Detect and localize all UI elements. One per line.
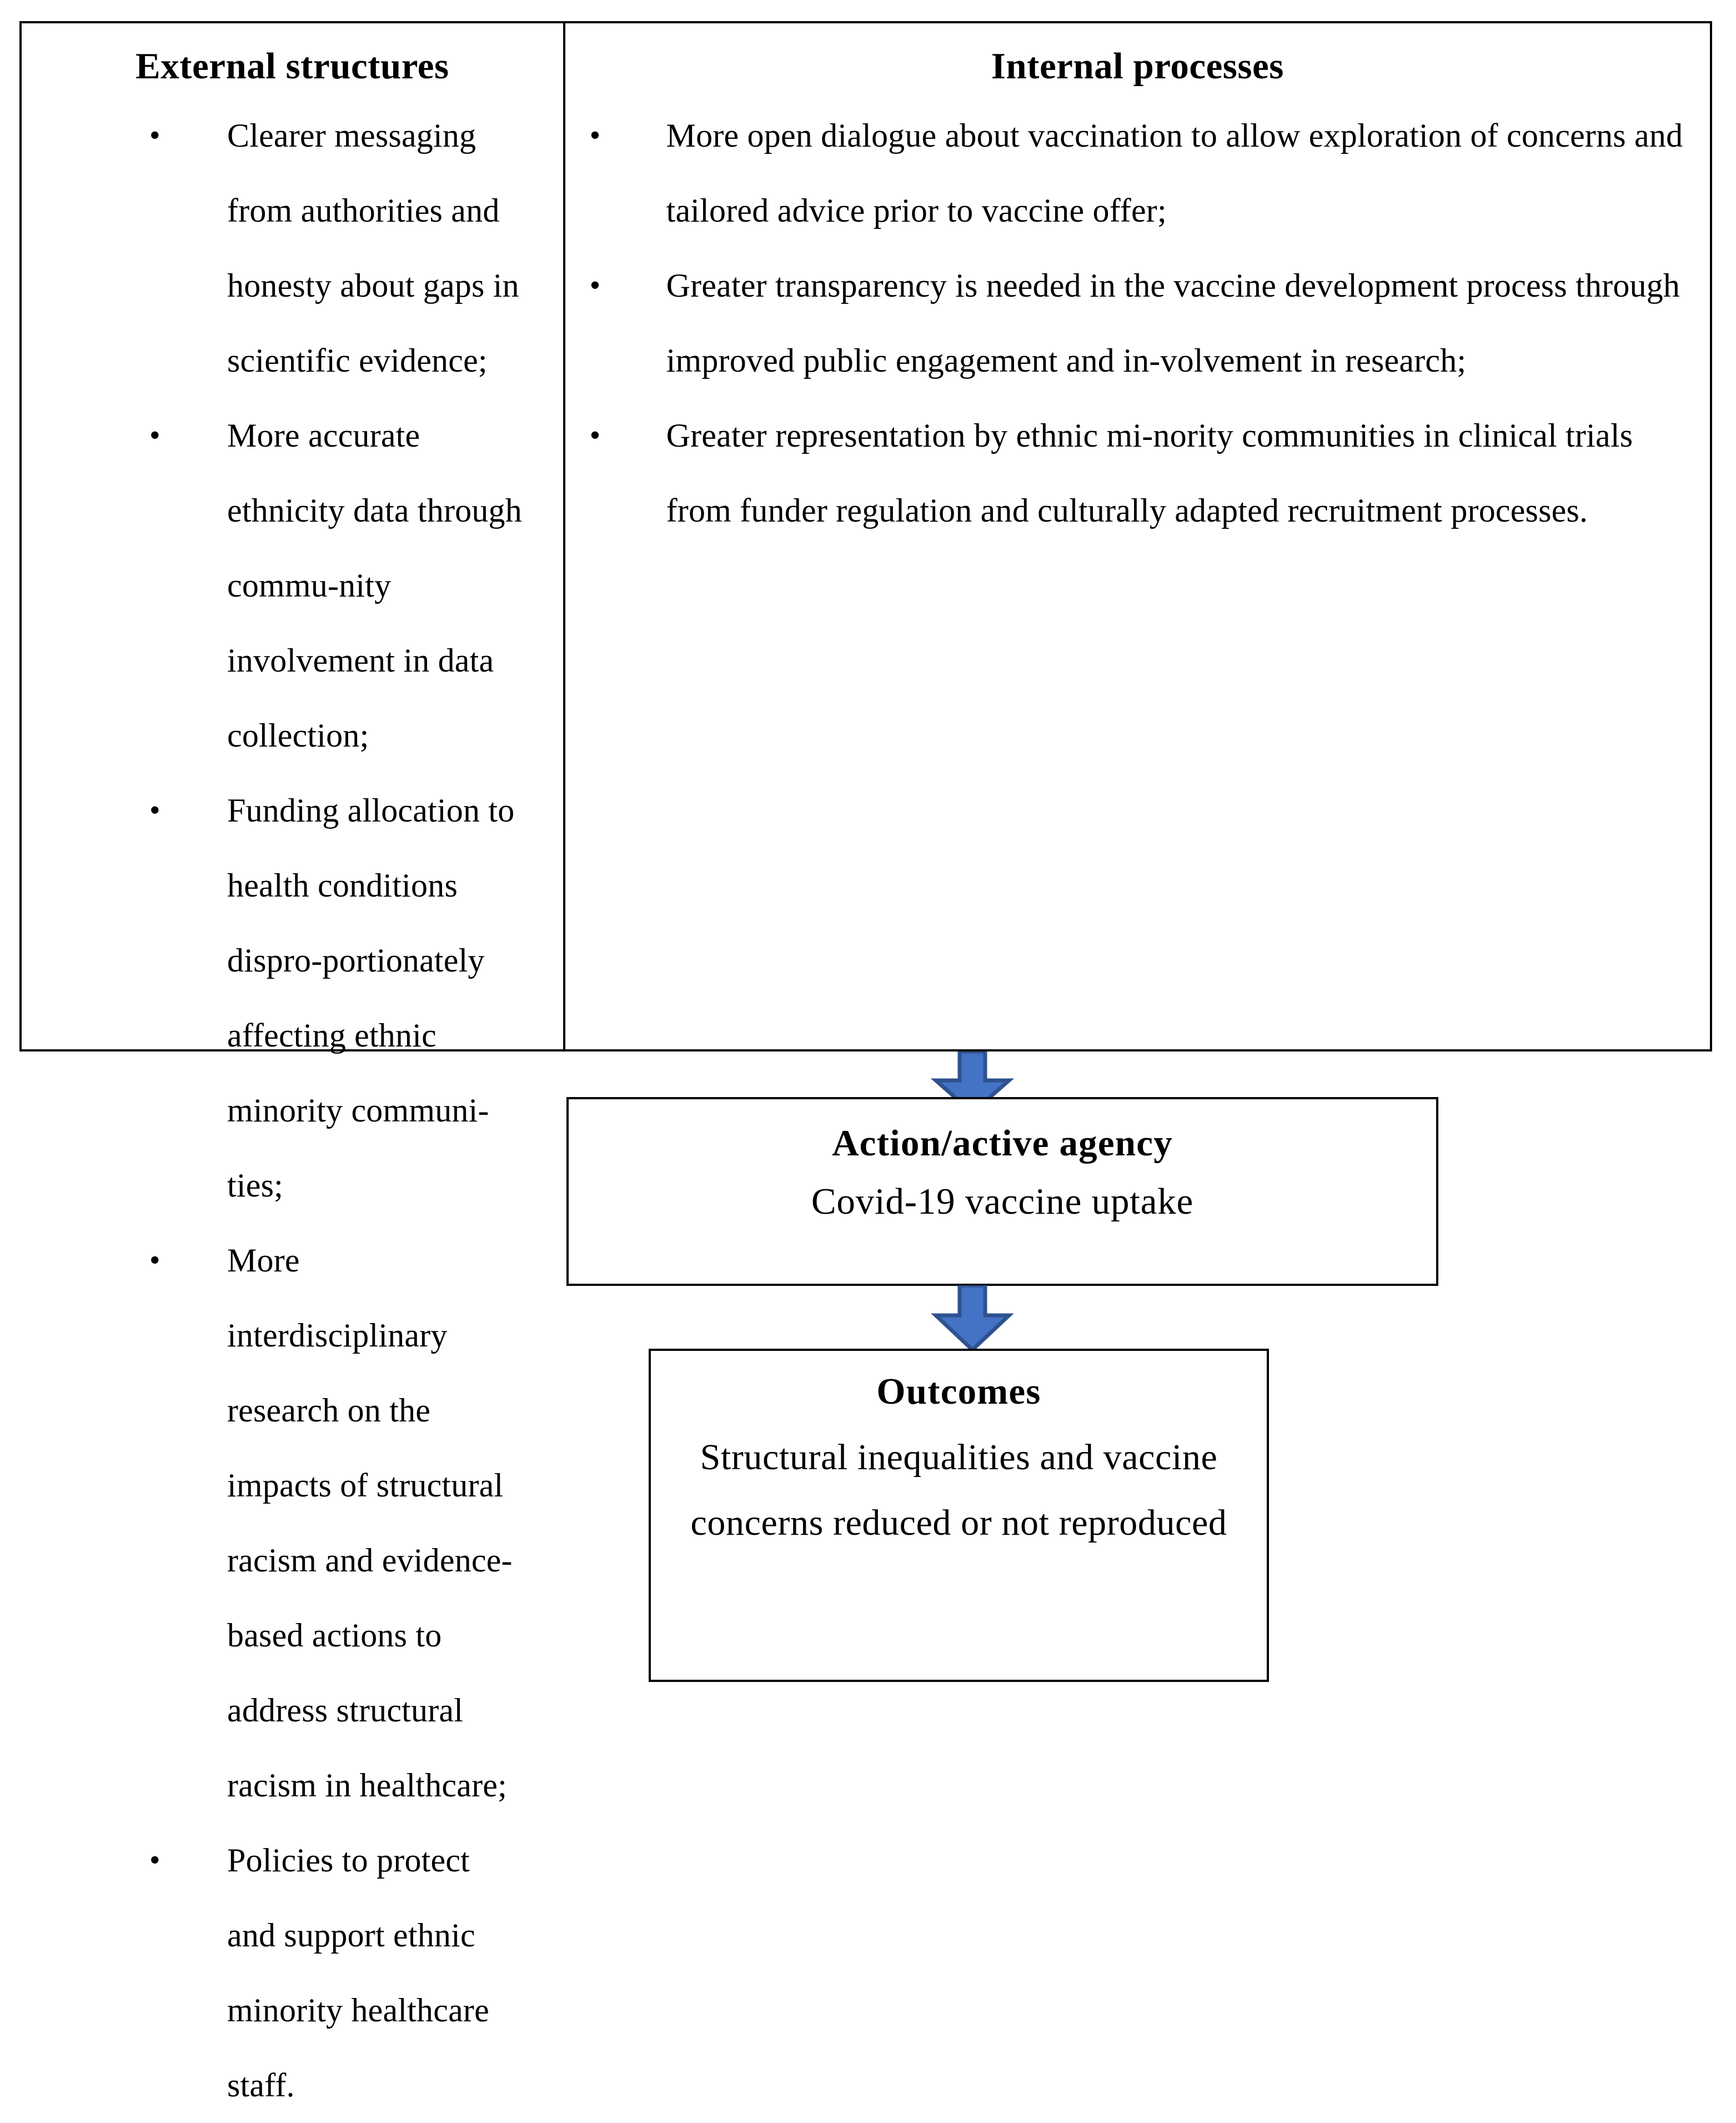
external-structures-heading: External structures [135, 46, 449, 87]
down-arrow-icon [931, 1285, 1014, 1351]
down-arrow-icon [931, 1052, 1014, 1114]
list-item-text: Policies to protect and support ethnic m… [227, 1842, 489, 2104]
bullet-dot-icon: • [149, 793, 160, 828]
list-item: • Policies to protect and support ethnic… [22, 1823, 563, 2123]
bullet-dot-icon: • [589, 418, 601, 453]
list-item: • Greater representation by ethnic mi-no… [565, 398, 1710, 548]
external-structures-column: External structures • Clearer messaging … [22, 23, 565, 2104]
list-item: • Funding allocation to health condition… [22, 773, 563, 1223]
bullet-dot-icon: • [149, 1843, 160, 1877]
list-item-text: Clearer messaging from authorities and h… [227, 117, 519, 379]
action-box-body: Covid-19 vaccine uptake [811, 1181, 1194, 1222]
bullet-dot-icon: • [149, 1243, 160, 1278]
internal-processes-column: Internal processes • More open dialogue … [565, 23, 1710, 1049]
bullet-dot-icon: • [149, 118, 160, 153]
list-item: • More interdisciplinary research on the… [22, 1223, 563, 1823]
outcomes-box: Outcomes Structural inequalities and vac… [649, 1349, 1269, 1682]
list-item: • More accurate ethnicity data through c… [22, 398, 563, 773]
internal-processes-heading: Internal processes [991, 46, 1284, 87]
list-item-text: Funding allocation to health conditions … [227, 792, 515, 1204]
action-box-title: Action/active agency [832, 1123, 1173, 1164]
external-structures-bullet-list: • Clearer messaging from authorities and… [22, 98, 563, 2123]
list-item: • More open dialogue about vaccination t… [565, 98, 1710, 248]
outcomes-box-body: Structural inequalities and vaccine conc… [690, 1437, 1227, 1543]
list-item: • Greater transparency is needed in the … [565, 248, 1710, 398]
internal-processes-bullet-list: • More open dialogue about vaccination t… [565, 98, 1710, 548]
list-item-text: More accurate ethnicity data through com… [227, 417, 522, 754]
list-item-text: More open dialogue about vaccination to … [666, 117, 1683, 229]
bullet-dot-icon: • [589, 268, 601, 303]
structures-processes-table: External structures • Clearer messaging … [19, 21, 1712, 2104]
list-item-text: Greater transparency is needed in the va… [666, 267, 1680, 379]
outcomes-box-title: Outcomes [876, 1371, 1041, 1412]
action-active-agency-box: Action/active agency Covid-19 vaccine up… [566, 1097, 1438, 1286]
list-item: • Clearer messaging from authorities and… [22, 98, 563, 398]
list-item-text: Greater representation by ethnic mi-nori… [666, 417, 1633, 529]
bullet-dot-icon: • [589, 118, 601, 153]
bullet-dot-icon: • [149, 418, 160, 453]
list-item-text: More interdisciplinary research on the i… [227, 1242, 513, 1804]
